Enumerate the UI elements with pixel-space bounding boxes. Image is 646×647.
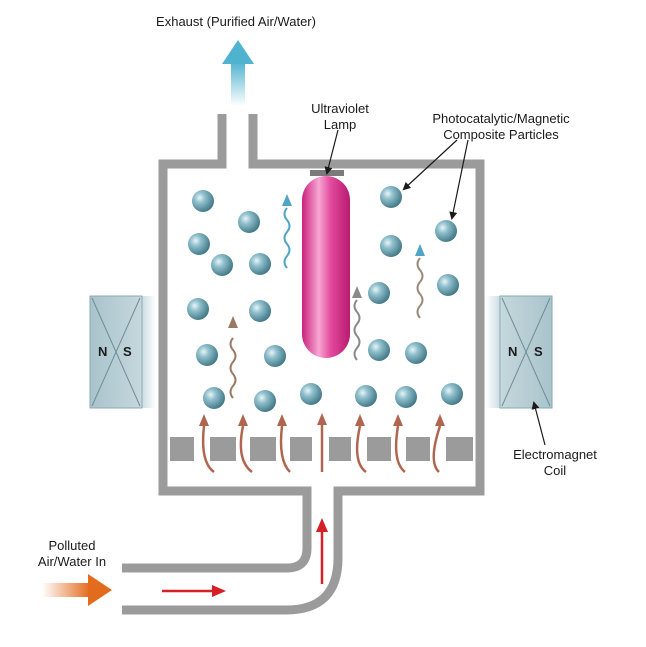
particle [355,385,377,407]
flow-arrow-riser [316,518,328,584]
particle [192,190,214,212]
left-coil-south-pole: S [123,344,132,359]
flow-arrowheads-up [199,413,445,426]
right-coil-south-pole: S [534,344,543,359]
emission-wave-arrowheads [228,194,425,328]
particle [437,274,459,296]
particle [395,386,417,408]
particle [368,339,390,361]
inlet-label-line2: Air/Water In [37,554,107,569]
emission-waves [229,207,424,399]
particle [249,253,271,275]
coil-label-line1: Electromagnet [513,447,597,462]
particle [441,383,463,405]
uv-lamp-label-line2: Lamp [323,117,357,132]
particle [238,211,260,233]
distributor-plate [170,437,473,461]
uv-lamp-label-line1: Ultraviolet [311,101,369,116]
right-coil-north-pole: N [508,344,518,359]
coil-label-line2: Coil [543,463,567,478]
chamber-walls [122,114,485,615]
particle [187,298,209,320]
exhaust-arrow [222,40,254,106]
electromagnet-coil-left [89,295,156,409]
particle [300,383,322,405]
composite-particles [187,186,463,412]
particles-label-line1: Photocatalytic/Magnetic [432,111,570,126]
particle [249,300,271,322]
particle [380,235,402,257]
particles-label-line2: Composite Particles [443,127,559,142]
electromagnet-coil-right [486,295,553,409]
flow-arrows-up [201,424,442,474]
particle [380,186,402,208]
particle [203,387,225,409]
particle [211,254,233,276]
left-coil-north-pole: N [98,344,108,359]
particle [196,344,218,366]
uv-lamp [302,170,350,358]
flow-arrow-inlet-pipe [162,585,226,597]
particle [188,233,210,255]
inlet-label-line1: Polluted [48,538,96,553]
inlet-arrow [42,574,112,606]
particle [264,345,286,367]
particle [368,282,390,304]
particle [254,390,276,412]
exhaust-label: Exhaust (Purified Air/Water) [156,14,316,29]
particle [435,220,457,242]
leader-lines [324,129,546,446]
particle [405,342,427,364]
